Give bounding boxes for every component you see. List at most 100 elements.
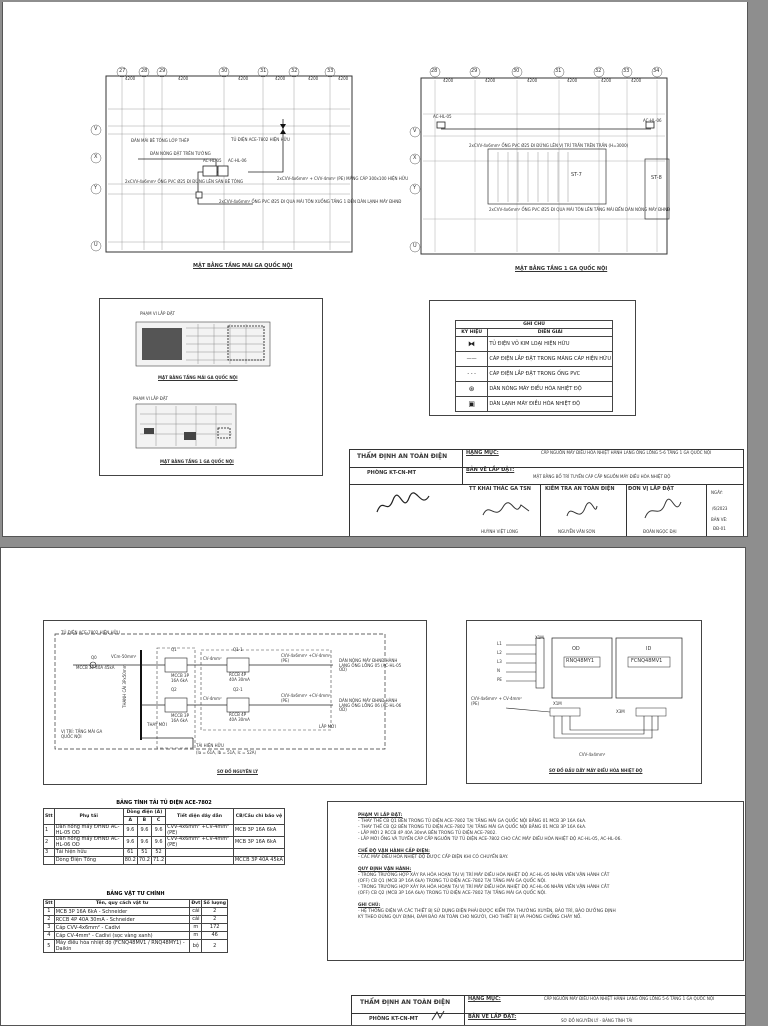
table-cell: 9.6 (150, 836, 167, 849)
keyplan-ground (135, 403, 237, 449)
breaker-q2-desc: MCCB 3P 16A 6kA (171, 713, 190, 723)
busbar-label: THANH CÁI 3Px50mm (122, 664, 127, 708)
dim-label: 4200 (443, 78, 454, 83)
grid-label: 33 (623, 68, 630, 74)
load-header-load: Phụ tải (53, 808, 124, 825)
signature (644, 498, 682, 519)
wiring-caption: SƠ ĐỒ ĐẤU DÂY MÁY ĐIỀU HÒA NHIỆT ĐỘ (549, 768, 643, 773)
grid-label: 32 (291, 68, 298, 74)
sheet-no-label: BẢN VẼ: (711, 517, 728, 522)
table-cell (165, 848, 234, 857)
table-cell: Dàn nóng máy ĐHNĐ AC-HL-06 OD (53, 836, 124, 849)
grid-label: V (413, 128, 417, 134)
notes-line: (OFF) CB Q2 (MCB 3P 16A 6kA) TRONG TỦ ĐI… (358, 891, 547, 896)
table-cell: MCCB 3P 40A 45kA (232, 856, 286, 865)
item-value: CẤP NGUỒN MÁY ĐIỀU HÒA NHIỆT HÀNH LANG Ố… (540, 450, 712, 455)
plan-note: AC-HL-06 (228, 158, 247, 163)
table-cell: 1 (43, 907, 55, 916)
plan-note: 2xCVV-4x6mm² + CVV-4mm² (PE) MÁNG CÁP 30… (277, 176, 409, 181)
table-cell: 9.6 (136, 836, 153, 849)
grid-label: Y (94, 185, 98, 191)
out-cable: CVV-4x6mm² +CV-4mm² (PE) (281, 653, 331, 663)
notes-line: KỲ THEO ĐÚNG QUY ĐỊNH, ĐẢM BẢO AN TOÀN C… (358, 915, 582, 920)
keyplan-label: PHẠM VI LẮP ĐẶT (140, 311, 175, 316)
table-cell: 51 (136, 848, 153, 857)
signer-col-3: ĐƠN VỊ LẮP ĐẶT (628, 486, 674, 492)
table-cell: 4 (43, 931, 55, 940)
grid-label: X (94, 154, 98, 160)
grid-label: 34 (653, 68, 660, 74)
panel-symbol-icon: ⧓ (454, 336, 489, 352)
table-cell: 9.6 (150, 824, 167, 837)
terminal: L2 (497, 650, 502, 655)
floor-plan-ground-floor (409, 66, 670, 255)
dim-label: 4200 (601, 78, 612, 83)
table-cell: MCB 3P 16A 6kA (232, 824, 286, 837)
load-header-protection: CB/Cầu chì bảo vệ (232, 808, 286, 825)
existing-load-value: (Ia = 61A, Ib = 51A, Ic = 52A) (196, 750, 257, 755)
table-cell: CVV-4x6mm² +CV-4mm² (PE) (165, 824, 234, 837)
table-cell: 2 (201, 939, 228, 953)
title-block (349, 449, 744, 536)
outdoor-unit-symbol-icon: ⊛ (454, 381, 489, 397)
terminal-block-label: X1M (535, 635, 544, 640)
terminal: N (497, 668, 500, 673)
existing-load-label: TẢI HIỆN HỮU (196, 743, 224, 748)
load-2: DÀN NÓNG MÁY ĐHNĐ HÀNH LANG ỐNG LỒNG 06 … (339, 698, 402, 713)
drawing-label: BẢN VẼ LẮP ĐẶT: (466, 467, 515, 473)
table-cell: 1 (43, 824, 55, 837)
table-cell: Cáp CVV-4x6mm² - Cadivi (53, 923, 191, 932)
table-cell: 2 (43, 915, 55, 924)
mat-header-unit: Đvt (189, 899, 203, 908)
dept-label: PHÒNG KT-CN-MT (369, 1016, 419, 1022)
table-cell: 52 (150, 848, 167, 857)
keyplan-caption: MẶT BẰNG TẦNG MÁI GA QUỐC NỘI (158, 375, 238, 380)
legend-title: GHI CHÚ (455, 320, 613, 329)
keyplan-box (99, 298, 323, 476)
out-cable: CVV-4x6mm² +CV-4mm² (PE) (281, 693, 331, 703)
table-cell: 5 (43, 939, 55, 953)
plan-caption: MẶT BẰNG TẦNG 1 GA QUỐC NỘI (515, 266, 608, 272)
dim-label: 4200 (338, 76, 349, 81)
grid-label: V (94, 126, 98, 132)
rccb-q1-1: Q1-1 (233, 647, 243, 652)
date-value: /6/2023 (712, 506, 728, 511)
signer-name-3: ĐOÀN NGỌC ĐẠI (643, 529, 677, 534)
notes-line: (OFF) CB Q1 (MCB 3P 16A 6kA) TRONG TỦ ĐI… (358, 879, 547, 884)
notes-line: - TRONG TRƯỜNG HỢP XẢY RA HỎA HOẠN TẠI V… (358, 885, 610, 890)
grid-label: 29 (471, 68, 478, 74)
signature-stamp (376, 492, 430, 513)
plan-note: AC-HL-05 (433, 114, 452, 119)
dim-label: 4200 (631, 78, 642, 83)
grid-label: 28 (431, 68, 438, 74)
table-cell: Cáp CV-4mm² - Cadivi (sọc vàng xanh) (53, 931, 191, 940)
notes-line: - HỆ THỐNG ĐIỆN VÀ CÁC THIẾT BỊ SỬ DỤNG … (358, 909, 616, 914)
terminal-block-label: X3M (616, 709, 625, 714)
notes-line: - THAY THẾ CB Q2 BÊN TRONG TỦ ĐIỆN ACE-7… (358, 825, 587, 830)
table-cell: 80.2 (122, 856, 138, 865)
plan-note: 2xCVV-4x6mm² ỐNG PVC Ø25 ĐI QUA MÁI TÔN … (219, 199, 402, 204)
single-line-diagram-box (43, 620, 427, 785)
table-cell: Dòng Điện Tổng (53, 856, 124, 865)
grid-label: 27 (119, 68, 126, 74)
notes-line: - LẮP MỚI 2 RCCB 4P 40A 30mA BÊN TRONG T… (358, 831, 497, 836)
table-cell: RCCB 4P 40A 30mA - Schneider (53, 915, 191, 924)
new-equipment-label: THAY MỚI (147, 722, 167, 727)
table-cell: CVV-4x6mm² +CV-4mm² (PE) (165, 836, 234, 849)
stamp-title: THẨM ĐỊNH AN TOÀN ĐIỆN (360, 999, 451, 1006)
item-label: HẠNG MỤC: (466, 450, 499, 456)
mat-header-name: Tên, quy cách vật tư (53, 899, 191, 908)
single-line-diagram (54, 633, 386, 750)
notes-heading: GHI CHÚ: (358, 903, 381, 908)
load-table: Stt Phụ tải Dòng điện (A) Tiết diện dây … (43, 808, 286, 865)
floor-plan-roof (90, 66, 353, 253)
legend-col-symbol: KÝ HIỆU (454, 328, 489, 337)
breaker-q1: Q1 (171, 647, 177, 652)
drawing-value: MẶT BẰNG BỐ TRÍ TUYẾN CÁP CẤP NGUỒN MÁY … (533, 474, 671, 479)
stamp-title: THẨM ĐỊNH AN TOÀN ĐIỆN (357, 453, 448, 460)
table-cell: m (189, 923, 203, 932)
rccb-q2-1: Q2-1 (233, 687, 243, 692)
